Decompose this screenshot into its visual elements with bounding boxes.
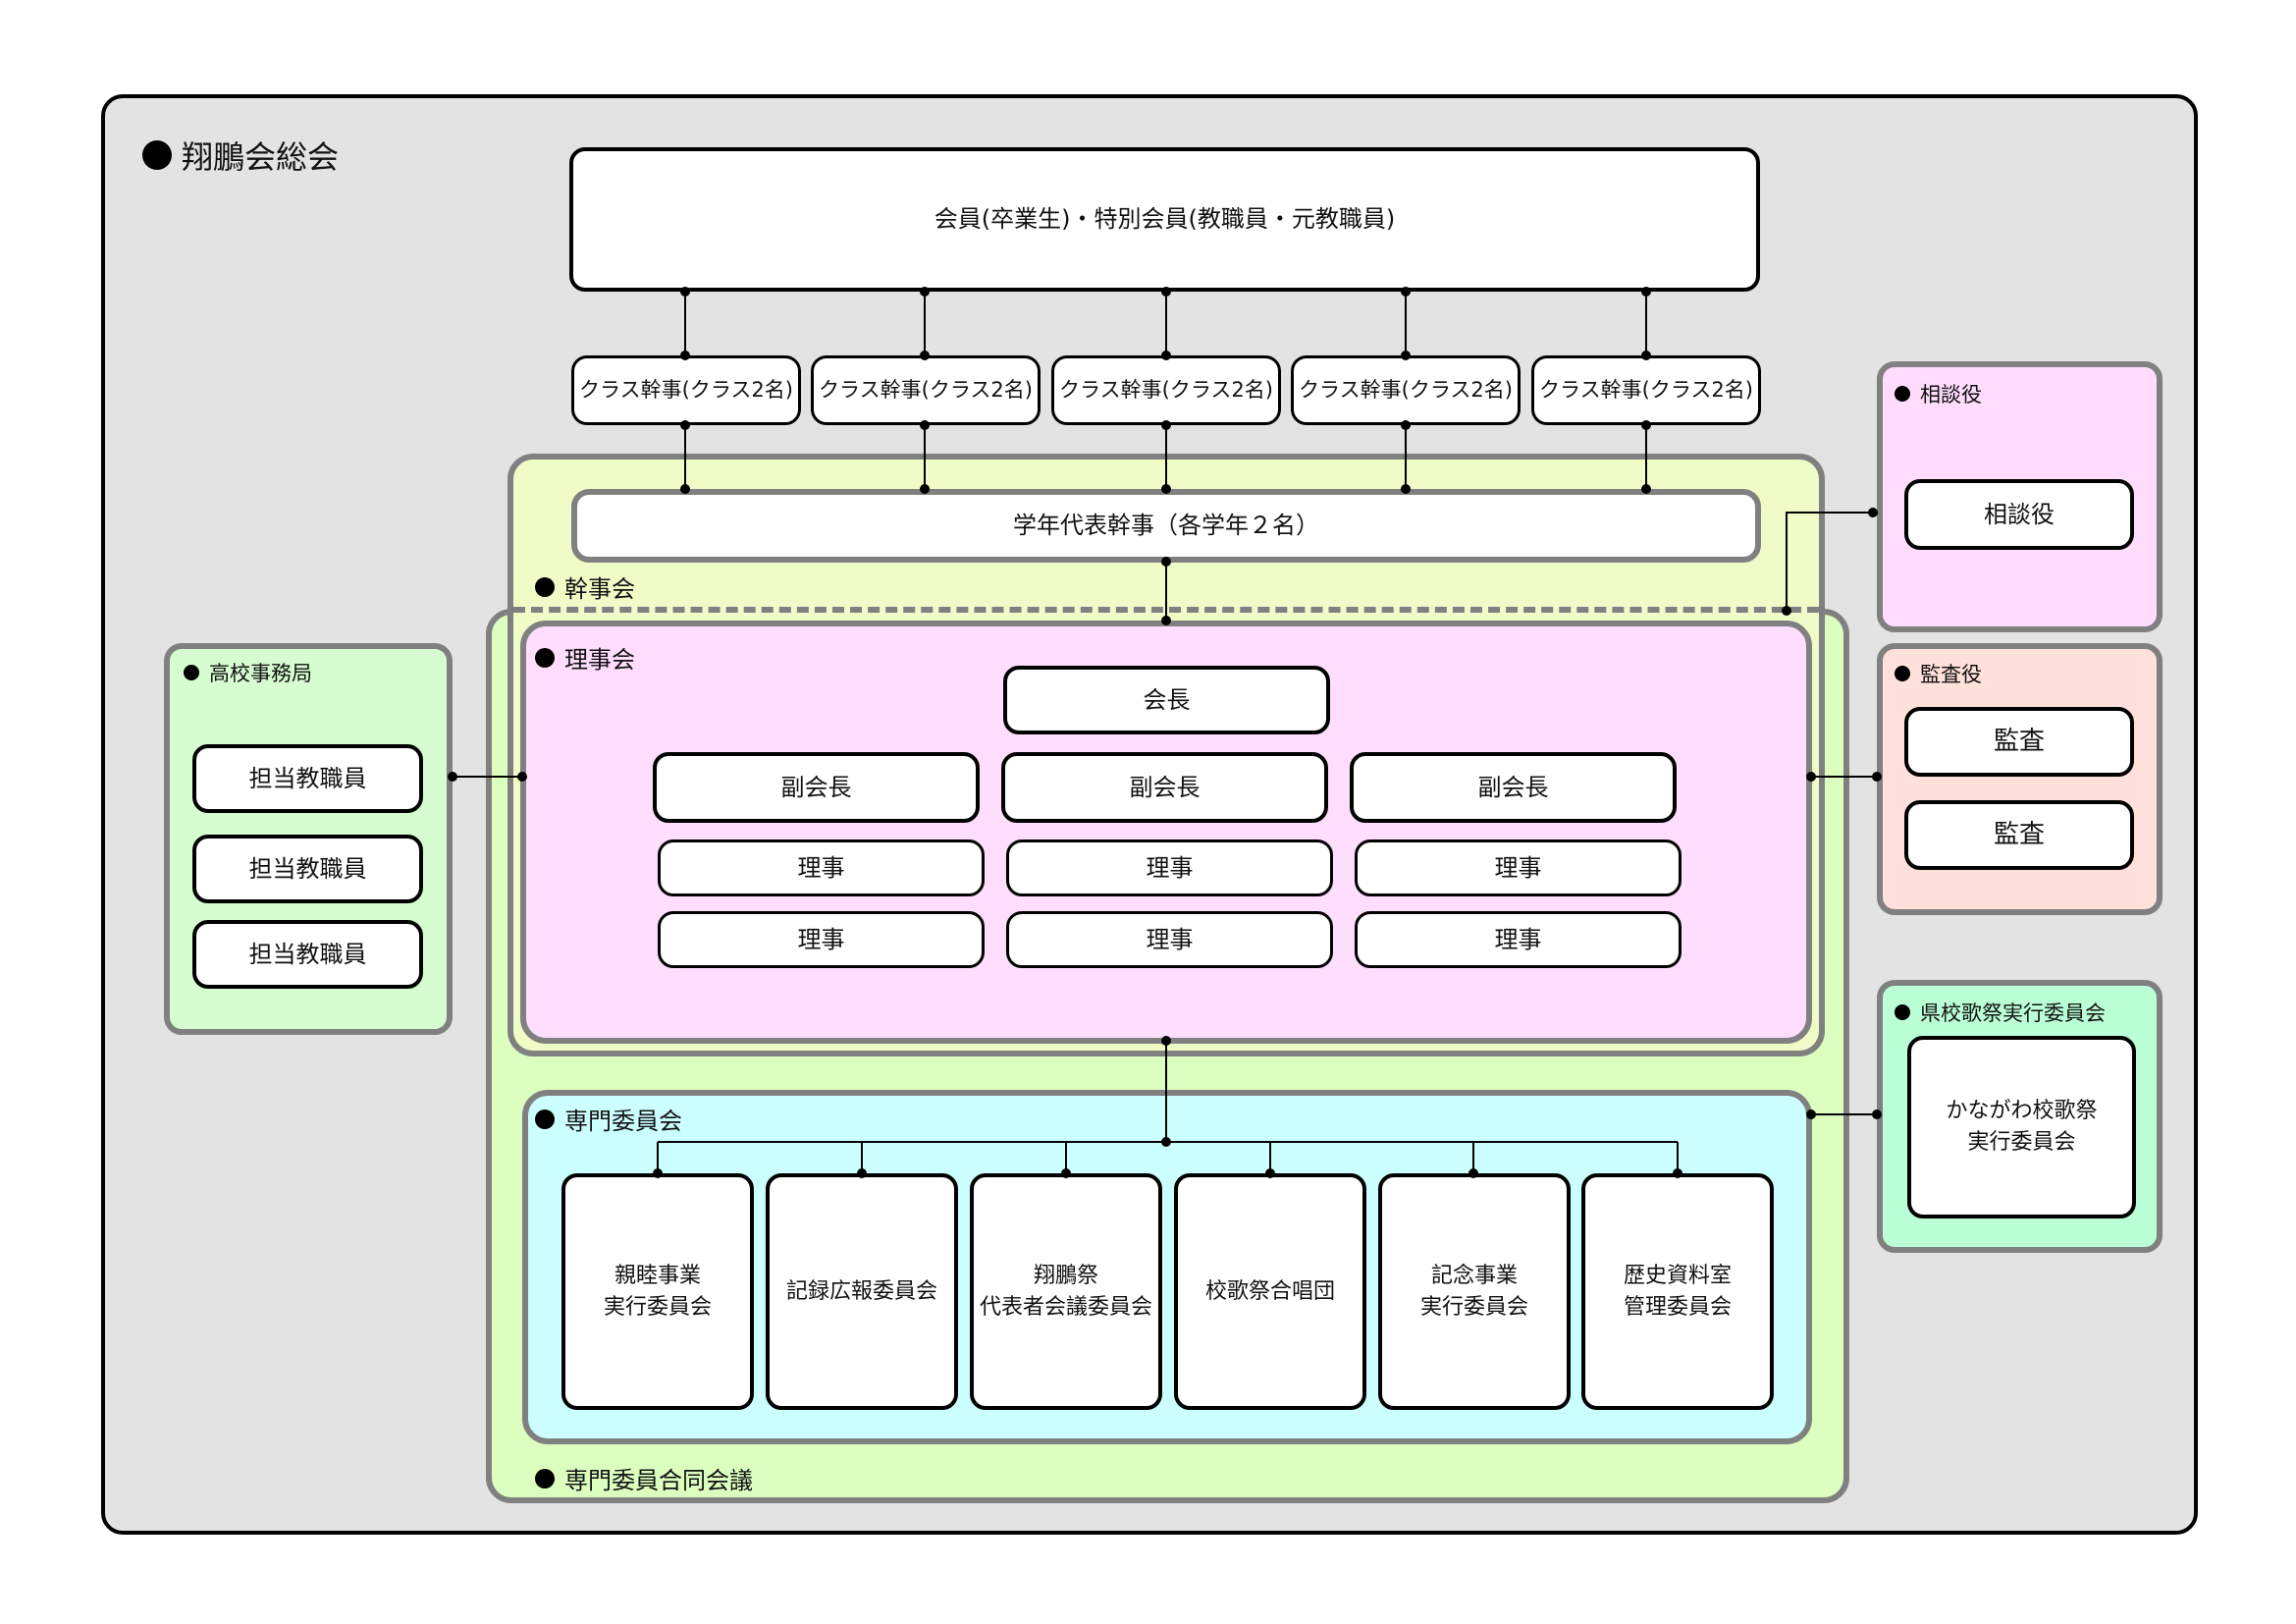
bullet-icon xyxy=(535,1109,555,1129)
bullet-icon xyxy=(1895,386,1910,402)
senmon-iinkai-label: 専門委員会 xyxy=(535,1102,682,1136)
vice-president-box[interactable]: 副会長 xyxy=(653,752,980,823)
joint-meeting-dashed-border xyxy=(513,607,1819,613)
vice-president-box[interactable]: 副会長 xyxy=(1350,752,1677,823)
class-secretary-box[interactable]: クラス幹事(クラス2名) xyxy=(571,355,801,425)
director-box[interactable]: 理事 xyxy=(1006,911,1333,968)
president-box[interactable]: 会長 xyxy=(1003,666,1330,734)
bullet-icon xyxy=(184,665,199,680)
grade-representatives-box[interactable]: 学年代表幹事（各学年２名） xyxy=(571,489,1761,563)
bullet-icon xyxy=(142,140,172,170)
joint-meeting-label: 専門委員合同会議 xyxy=(535,1461,753,1495)
director-box[interactable]: 理事 xyxy=(1355,839,1682,896)
auditor-box[interactable]: 監査 xyxy=(1904,707,2134,777)
committee-box[interactable]: 歴史資料室 管理委員会 xyxy=(1581,1173,1774,1410)
staff-box[interactable]: 担当教職員 xyxy=(192,835,423,903)
committee-box[interactable]: 記録広報委員会 xyxy=(766,1173,958,1410)
bullet-icon xyxy=(1895,666,1910,681)
bullet-icon xyxy=(535,647,555,668)
advisors-label: 相談役 xyxy=(1895,379,1982,408)
director-box[interactable]: 理事 xyxy=(1355,911,1682,968)
committee-box[interactable]: 校歌祭合唱団 xyxy=(1174,1173,1366,1410)
rijikai-label: 理事会 xyxy=(535,640,635,675)
bullet-icon xyxy=(535,1468,555,1489)
class-secretary-box[interactable]: クラス幹事(クラス2名) xyxy=(811,355,1041,425)
members-label: 会員(卒業生)・特別会員(教職員・元教職員) xyxy=(934,205,1396,234)
school-office-label: 高校事務局 xyxy=(184,658,312,687)
committee-box[interactable]: 記念事業 実行委員会 xyxy=(1378,1173,1571,1410)
auditor-box[interactable]: 監査 xyxy=(1904,800,2134,870)
director-box[interactable]: 理事 xyxy=(1006,839,1333,896)
auditors-label: 監査役 xyxy=(1895,659,1982,688)
class-secretary-box[interactable]: クラス幹事(クラス2名) xyxy=(1051,355,1281,425)
vice-president-box[interactable]: 副会長 xyxy=(1001,752,1328,823)
kanjikai-label: 幹事会 xyxy=(535,569,635,604)
staff-box[interactable]: 担当教職員 xyxy=(192,744,423,813)
members-box[interactable]: 会員(卒業生)・特別会員(教職員・元教職員) xyxy=(569,147,1760,292)
committee-box[interactable]: 翔鵬祭 代表者会議委員会 xyxy=(970,1173,1162,1410)
advisor-box[interactable]: 相談役 xyxy=(1904,479,2134,550)
committee-box[interactable]: 親睦事業 実行委員会 xyxy=(561,1173,754,1410)
class-secretary-box[interactable]: クラス幹事(クラス2名) xyxy=(1291,355,1521,425)
bullet-icon xyxy=(1895,1004,1910,1020)
song-festival-label: 県校歌祭実行委員会 xyxy=(1895,998,2106,1027)
staff-box[interactable]: 担当教職員 xyxy=(192,920,423,989)
director-box[interactable]: 理事 xyxy=(658,839,985,896)
class-secretary-box[interactable]: クラス幹事(クラス2名) xyxy=(1531,355,1761,425)
general-assembly-label: 翔鵬会総会 xyxy=(142,133,339,178)
song-festival-committee-box[interactable]: かながわ校歌祭 実行委員会 xyxy=(1907,1036,2136,1218)
bullet-icon xyxy=(535,576,555,597)
director-box[interactable]: 理事 xyxy=(658,911,985,968)
